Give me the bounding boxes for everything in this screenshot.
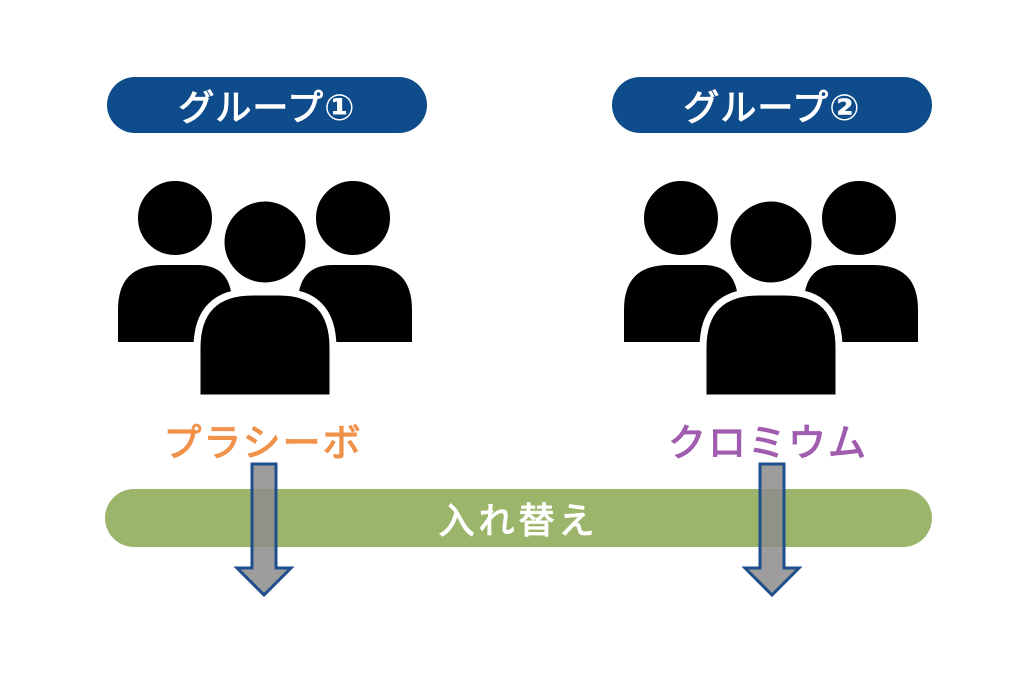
group-2-header: グループ② [612, 77, 932, 133]
group-2-drug-label: クロミウム [667, 421, 868, 465]
group-1-drug-label: プラシーボ [163, 421, 363, 465]
crossover-bar: 入れ替え [105, 489, 932, 547]
arrow-down-icon [234, 462, 294, 598]
arrow-down-icon [742, 462, 802, 598]
crossover-label: 入れ替え [438, 501, 599, 542]
people-shapes [621, 175, 921, 400]
people-group-icon [115, 175, 415, 400]
people-shapes [115, 175, 415, 400]
group-1-header: グループ① [107, 77, 427, 133]
group-2-title: グループ② [683, 88, 861, 129]
group-1-title: グループ① [178, 88, 356, 129]
people-group-icon [621, 175, 921, 400]
